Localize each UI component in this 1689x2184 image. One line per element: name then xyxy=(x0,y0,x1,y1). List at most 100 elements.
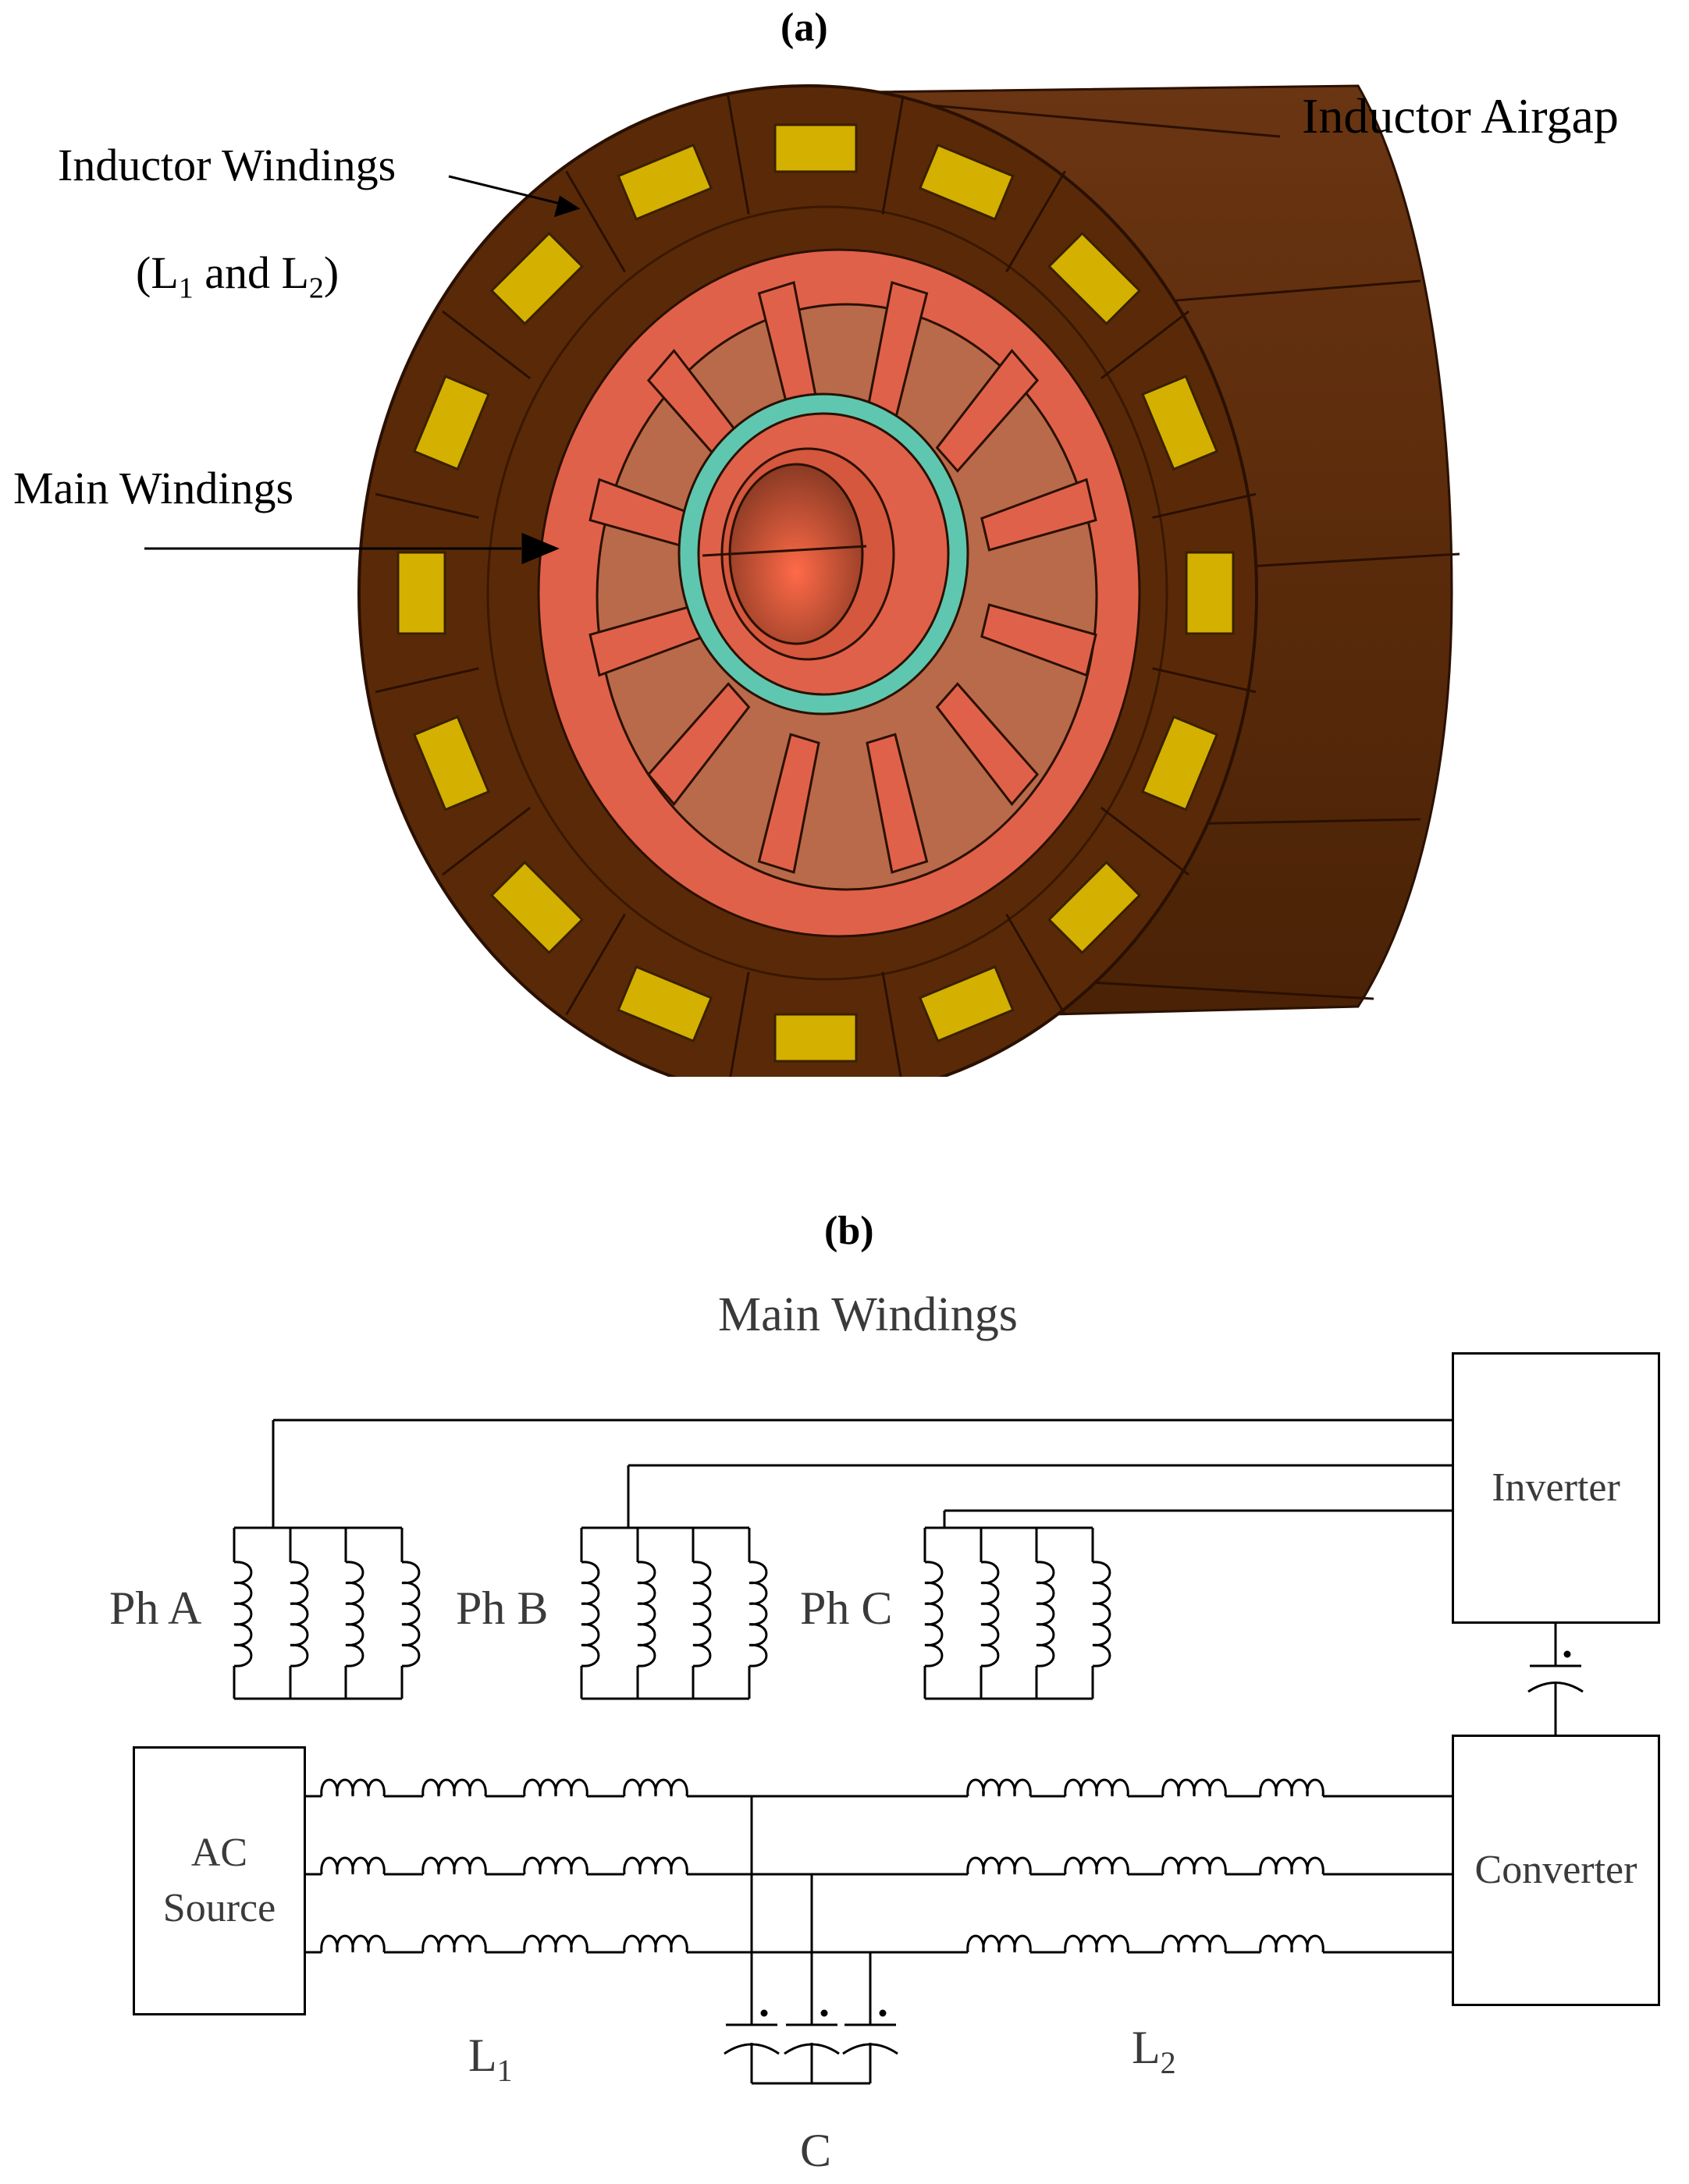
inverter-box: Inverter xyxy=(1452,1352,1660,1624)
inductor-winding-block xyxy=(617,143,713,221)
polarity-dot xyxy=(1563,1650,1571,1658)
inductor-winding-block xyxy=(773,1013,858,1063)
ring-segment-line xyxy=(441,806,532,876)
winding-coil xyxy=(748,1561,768,1667)
inductor-coil xyxy=(623,1856,688,1875)
winding-coil xyxy=(924,1561,944,1667)
inductor-coil xyxy=(966,1778,1032,1797)
inductor-coil xyxy=(523,1934,588,1953)
inductor-winding-block xyxy=(1047,231,1142,326)
inductor-winding-block xyxy=(412,375,491,471)
inductor-winding-block xyxy=(396,551,446,635)
caption-close: ) xyxy=(860,1209,874,1253)
winding-coil xyxy=(233,1561,253,1667)
circuit-schematic xyxy=(233,1419,1584,2085)
ring-segment-line xyxy=(881,971,902,1077)
inductor-winding-block xyxy=(1140,715,1219,811)
inductor-coil xyxy=(623,1778,688,1797)
stator-tooth xyxy=(866,733,929,874)
dc-cap-plate-curved xyxy=(1527,1682,1584,1693)
caption-open: ( xyxy=(780,5,795,50)
inductor-winding-block xyxy=(412,715,491,811)
phase-a-label: Ph A xyxy=(109,1582,202,1634)
ac-source-box: AC Source xyxy=(133,1746,306,2015)
inductor-winding-block xyxy=(1047,860,1142,955)
inductor-coil xyxy=(320,1856,386,1875)
phase-b-label: Ph B xyxy=(456,1582,549,1634)
inductor-coil xyxy=(523,1856,588,1875)
inductor-coil xyxy=(1064,1934,1129,1953)
ring-segment-line xyxy=(1100,806,1190,876)
winding-coil xyxy=(1036,1561,1055,1667)
caption-letter: b xyxy=(837,1209,861,1253)
winding-coil xyxy=(345,1561,364,1667)
ring-segment-line xyxy=(565,170,626,273)
winding-coil xyxy=(1092,1561,1111,1667)
sub-mid: and L xyxy=(193,247,309,298)
panel-b-caption: (b) xyxy=(824,1208,874,1254)
stator-tooth xyxy=(980,478,1097,552)
inductor-coil xyxy=(1259,1934,1325,1953)
stator-tooth xyxy=(980,603,1097,677)
label-arrows xyxy=(144,175,581,565)
inductor-winding-block xyxy=(489,231,585,326)
stator-tooth xyxy=(646,682,751,806)
ring-segment-line xyxy=(1005,913,1066,1016)
inductor-coil xyxy=(320,1934,386,1953)
winding-coil xyxy=(581,1561,600,1667)
ac-source-line2: Source xyxy=(162,1885,276,1930)
inductor-winding-block xyxy=(918,143,1015,221)
label-main-windings-a: Main Windings xyxy=(13,463,294,513)
sub-close: ) xyxy=(323,247,340,298)
panel-b-circuit: (b) Main Windings Inverter Converter AC … xyxy=(0,1202,1689,2184)
sub-index-2: 2 xyxy=(308,272,324,305)
inductor-winding-block xyxy=(489,860,585,955)
inverter-label: Inverter xyxy=(1492,1465,1620,1510)
inductor-winding-block xyxy=(918,965,1015,1043)
stator-tooth xyxy=(935,682,1040,806)
polarity-dot xyxy=(820,2009,828,2017)
circuit-title: Main Windings xyxy=(718,1288,1018,1341)
inductor-winding-blocks xyxy=(396,123,1235,1063)
inductor-winding-block xyxy=(617,965,713,1043)
l2-base: L xyxy=(1132,2022,1161,2073)
converter-label: Converter xyxy=(1474,1847,1637,1892)
ring-segment-line xyxy=(375,667,479,694)
inductor-coil xyxy=(966,1856,1032,1875)
sub-open: (L xyxy=(136,247,179,298)
inductor-coil xyxy=(523,1778,588,1797)
converter-box: Converter xyxy=(1452,1735,1660,2006)
ac-source-line1: AC xyxy=(190,1831,248,1876)
polarity-dot xyxy=(760,2009,768,2017)
caption-close: ) xyxy=(814,5,828,50)
inductor-coil xyxy=(1161,1856,1227,1875)
label-inductor-windings: Inductor Windings xyxy=(58,140,396,190)
ring-segment-line xyxy=(1005,170,1066,273)
winding-coil xyxy=(692,1561,712,1667)
inductor-coil xyxy=(421,1934,487,1953)
winding-coil xyxy=(637,1561,656,1667)
phase-c-label: Ph C xyxy=(800,1582,893,1634)
inductor-coil xyxy=(623,1934,688,1953)
panel-a-machine-cross-section: (a) xyxy=(0,0,1689,1077)
winding-coil xyxy=(980,1561,1000,1667)
machine-illustration xyxy=(144,84,1460,1077)
stator-tooth xyxy=(935,349,1040,473)
winding-coil xyxy=(290,1561,309,1667)
inductor-coil xyxy=(421,1778,487,1797)
inductor-coil xyxy=(1064,1778,1129,1797)
c-label: C xyxy=(800,2125,832,2176)
inductor-winding-block xyxy=(1140,375,1219,471)
label-inductor-airgap: Inductor Airgap xyxy=(1302,88,1619,144)
caption-letter: a xyxy=(794,5,815,50)
winding-coil xyxy=(401,1561,421,1667)
ring-segment-line xyxy=(881,95,905,215)
sub-index-1: 1 xyxy=(178,272,194,305)
inductor-coil xyxy=(1161,1778,1227,1797)
inductor-winding-block xyxy=(773,123,858,173)
ring-segment-line xyxy=(441,310,532,380)
ring-segment-line xyxy=(565,913,626,1016)
inductor-coil xyxy=(1259,1856,1325,1875)
inductor-coil xyxy=(1064,1856,1129,1875)
inductor-coil xyxy=(421,1856,487,1875)
